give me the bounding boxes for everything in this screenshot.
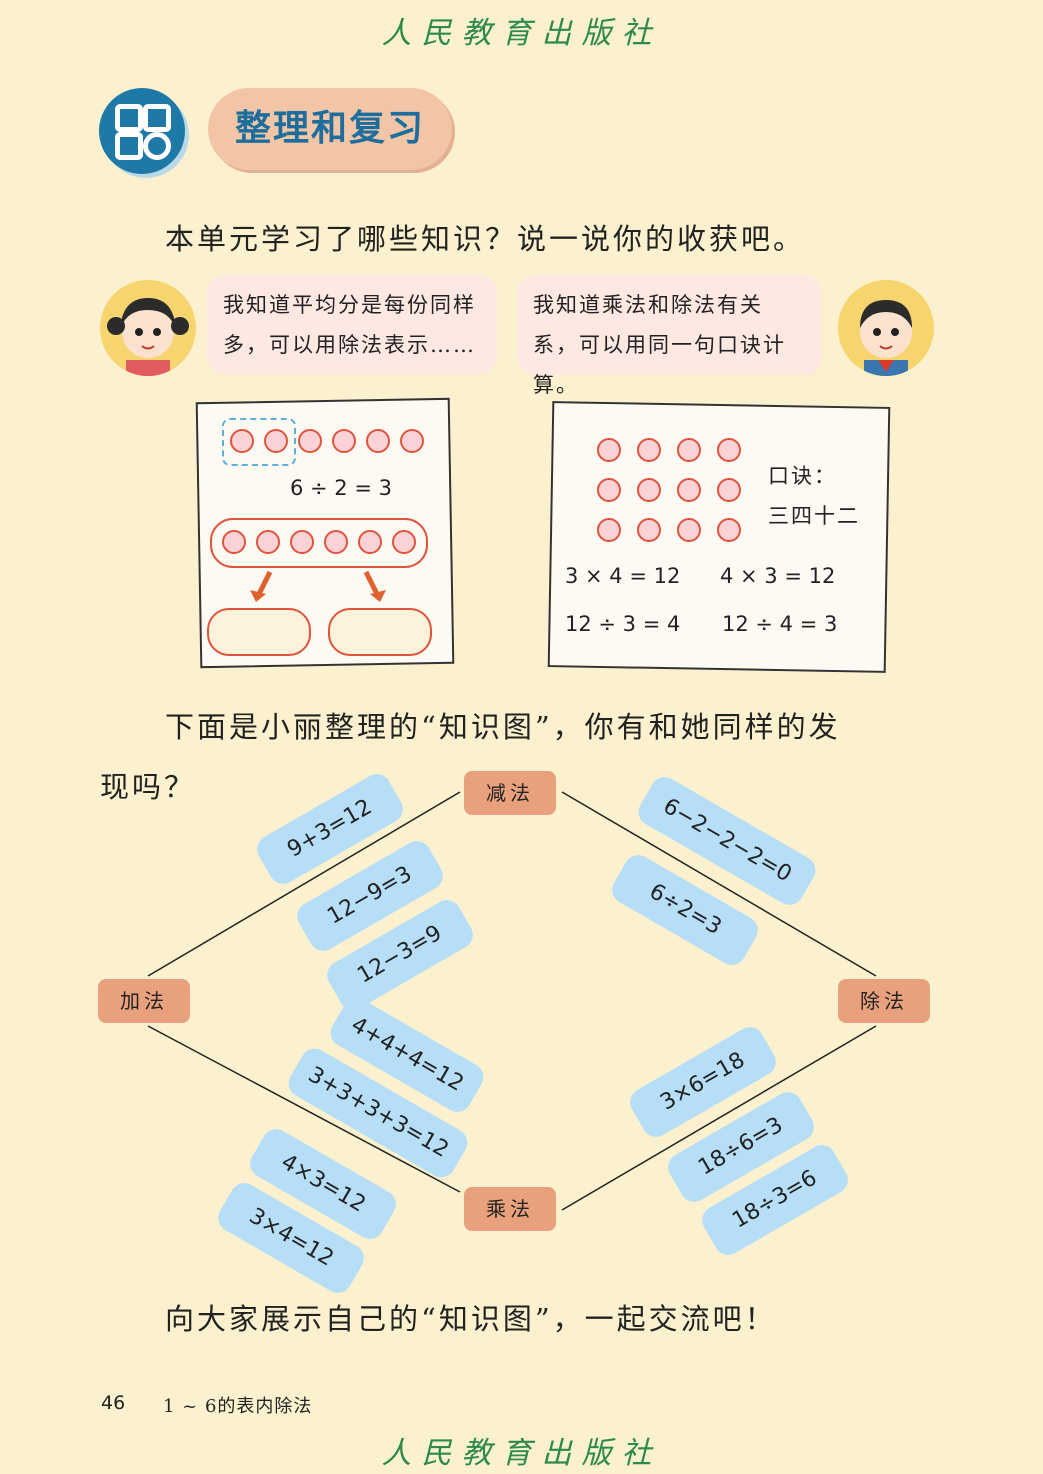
circle xyxy=(366,429,390,453)
node-multiplication: 乘法 xyxy=(464,1187,556,1231)
right-card-eq-3: 12 ÷ 3 = 4 xyxy=(565,612,681,636)
boy-avatar xyxy=(838,280,934,376)
publisher-footer: 人民教育出版社 xyxy=(381,1436,662,1471)
circle xyxy=(637,478,661,502)
circle xyxy=(392,530,416,554)
circle xyxy=(597,438,621,462)
circle xyxy=(717,438,741,462)
left-card-equation: 6 ÷ 2 = 3 xyxy=(290,476,392,500)
split-arrows-icon xyxy=(250,570,386,602)
right-card-eq-4: 12 ÷ 4 = 3 xyxy=(722,612,838,636)
map-intro-line1: 下面是小丽整理的“知识图”，你有和她同样的发 xyxy=(165,710,841,744)
circle xyxy=(717,478,741,502)
circle xyxy=(637,438,661,462)
circle xyxy=(597,478,621,502)
circle xyxy=(222,530,246,554)
boy-speech-bubble: 我知道乘法和除法有关系，可以用同一句口诀计算。 xyxy=(517,275,822,397)
page-number: 46 xyxy=(101,1392,126,1414)
right-card-eq-1: 3 × 4 = 12 xyxy=(565,564,681,588)
circle xyxy=(677,478,701,502)
circle xyxy=(298,429,322,453)
circle xyxy=(290,530,314,554)
circle xyxy=(637,518,661,542)
koujue-label: 口诀： xyxy=(768,464,837,488)
circle xyxy=(358,530,382,554)
girl-avatar xyxy=(100,280,196,376)
node-subtraction: 减法 xyxy=(464,771,556,815)
circle xyxy=(264,429,288,453)
circle xyxy=(256,530,280,554)
section-title: 整理和复习 xyxy=(208,88,452,170)
grid-squares-icon xyxy=(99,88,185,174)
right-card-eq-2: 4 × 3 = 12 xyxy=(720,564,836,588)
koujue-text: 三四十二 xyxy=(768,504,860,528)
node-division: 除法 xyxy=(838,979,930,1023)
node-addition: 加法 xyxy=(98,979,190,1023)
circle xyxy=(324,530,348,554)
circle xyxy=(677,518,701,542)
closing-text: 向大家展示自己的“知识图”，一起交流吧！ xyxy=(165,1302,777,1336)
empty-group-box xyxy=(328,608,432,656)
circle xyxy=(230,429,254,453)
empty-group-box xyxy=(207,608,311,656)
all-circles-group xyxy=(210,518,428,568)
dashed-group-box xyxy=(222,418,296,466)
publisher-header: 人民教育出版社 xyxy=(381,16,662,51)
map-intro-line2: 现吗？ xyxy=(100,770,197,804)
girl-speech-bubble: 我知道平均分是每份同样多，可以用除法表示…… xyxy=(207,275,497,375)
circle xyxy=(332,429,356,453)
chapter-title: 1 ~ 6的表内除法 xyxy=(163,1396,313,1417)
circle xyxy=(597,518,621,542)
intro-text: 本单元学习了哪些知识？说一说你的收获吧。 xyxy=(165,222,806,256)
circle xyxy=(677,438,701,462)
circle xyxy=(717,518,741,542)
circle xyxy=(400,429,424,453)
